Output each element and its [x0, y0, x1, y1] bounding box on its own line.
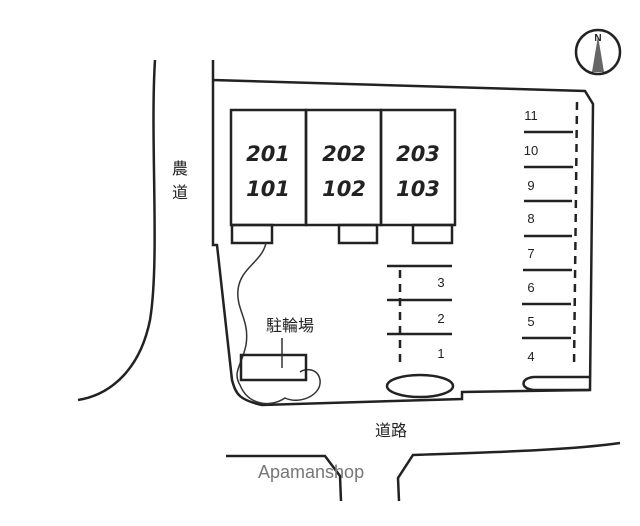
north-compass-icon: N	[574, 28, 622, 76]
parking-left	[385, 264, 455, 399]
planting-area	[236, 242, 321, 405]
bicycle-parking-label: 駐輪場	[266, 316, 314, 335]
unit-202: 202	[322, 142, 366, 166]
unit-201: 201	[246, 142, 290, 166]
building	[229, 108, 457, 245]
parking-space-5: 5	[527, 314, 534, 329]
parking-space-8: 8	[527, 211, 534, 226]
unit-103: 103	[396, 177, 440, 201]
farm-road-edge	[77, 59, 157, 402]
north-label: N	[594, 33, 601, 44]
parking-space-7: 7	[527, 246, 534, 261]
farm-road-label-2: 道	[172, 183, 188, 202]
parking-space-3: 3	[437, 275, 444, 290]
road-label: 道路	[375, 421, 407, 440]
parking-space-11: 11	[524, 108, 538, 123]
unit-101: 101	[246, 177, 290, 201]
unit-203: 203	[396, 142, 440, 166]
parking-space-1: 1	[437, 346, 444, 361]
road-edge-right	[396, 441, 621, 502]
parking-right	[522, 101, 589, 392]
bicycle-parking-structure	[239, 353, 308, 382]
parking-space-4: 4	[527, 349, 534, 364]
parking-space-2: 2	[437, 311, 444, 326]
parking-space-6: 6	[527, 280, 534, 295]
watermark: Apamanshop	[258, 462, 364, 482]
unit-102: 102	[322, 177, 366, 201]
road-edge-left	[226, 454, 343, 502]
farm-road-label-1: 農	[172, 159, 188, 178]
site-boundary	[211, 60, 595, 407]
parking-space-10: 10	[524, 143, 538, 158]
parking-space-9: 9	[527, 178, 534, 193]
